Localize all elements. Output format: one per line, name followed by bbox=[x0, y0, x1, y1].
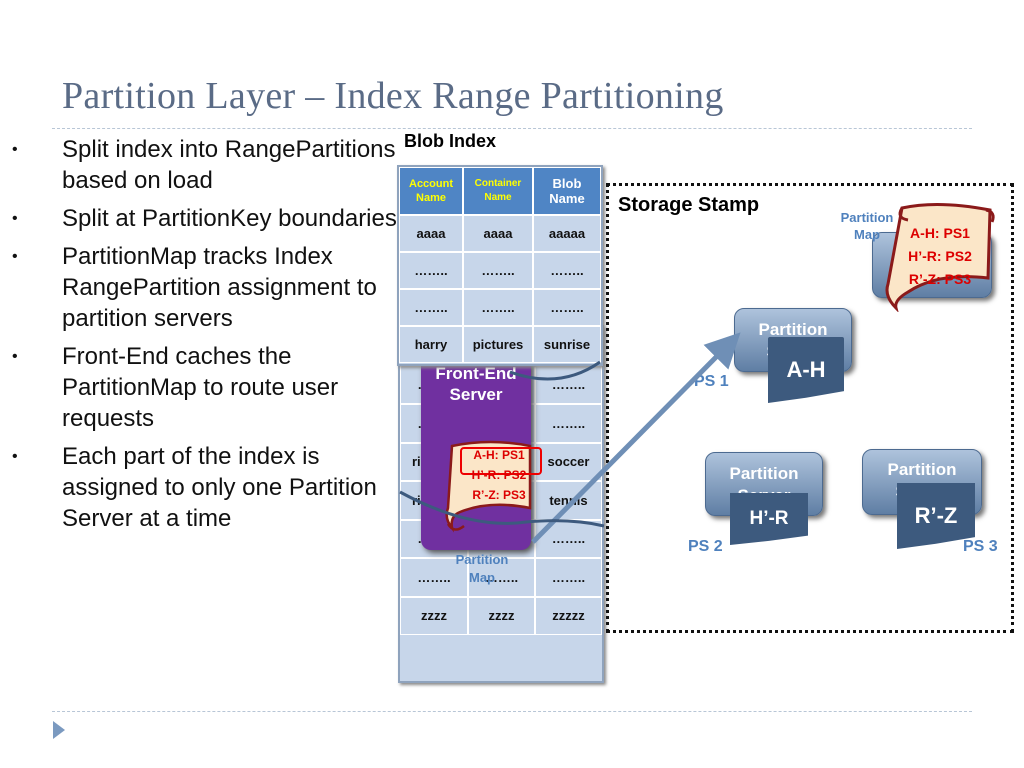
bullet-item: •Split index into RangePartitions based … bbox=[12, 136, 396, 194]
range-tag-h-r: H’-R bbox=[730, 493, 808, 545]
stamp-partition-map-scroll-icon bbox=[885, 202, 995, 312]
map-entry: H’-R: PS2 bbox=[471, 468, 527, 482]
bullet-icon: • bbox=[12, 210, 18, 227]
footer-divider bbox=[52, 711, 972, 712]
map-highlight bbox=[460, 447, 542, 475]
storage-stamp bbox=[606, 183, 1014, 633]
table-cell: …….. bbox=[533, 252, 601, 289]
table-cell: pictures bbox=[463, 326, 533, 363]
front-end-scroll-icon bbox=[445, 440, 532, 533]
map-entry: H’-R: PS2 bbox=[908, 248, 972, 264]
table-cell: …….. bbox=[400, 558, 468, 597]
ps-label: PS 1 bbox=[694, 373, 729, 390]
table-cell: …….. bbox=[535, 558, 602, 597]
table-cell: zzzz bbox=[468, 596, 535, 635]
bullet-icon: • bbox=[12, 248, 18, 265]
map-entry: R’-Z: PS3 bbox=[472, 488, 526, 502]
table-cell: zzzzz bbox=[535, 596, 602, 635]
map-entry: R’-Z: PS3 bbox=[908, 271, 972, 287]
table-cell: aaaaa bbox=[533, 215, 601, 252]
range-tag-a-h: A-H bbox=[768, 337, 844, 403]
table-cell: …….. bbox=[535, 404, 602, 443]
front-end-label: Front-End Server bbox=[435, 364, 517, 404]
storage-stamp-label: Storage Stamp bbox=[618, 194, 760, 216]
partition-boundary-line bbox=[399, 490, 605, 528]
table-cell: soccer bbox=[535, 442, 602, 481]
front-end-map-label: Partition Map bbox=[455, 552, 509, 585]
ps-label: PS 2 bbox=[688, 538, 723, 555]
table-cell: …….. bbox=[399, 252, 463, 289]
ps-label: PS 3 bbox=[963, 538, 998, 555]
map-entry: A-H: PS1 bbox=[473, 448, 525, 462]
table-cell: …….. bbox=[463, 289, 533, 326]
route-arrow bbox=[531, 332, 741, 544]
table-cell: …….. bbox=[468, 558, 535, 597]
partition-boundary-line bbox=[509, 360, 601, 381]
front-end-map: A-H: PS1 H’-R: PS2 R’-Z: PS3 bbox=[458, 445, 540, 505]
blob-index-label: Blob Index bbox=[404, 131, 497, 151]
bullet-icon: • bbox=[12, 448, 18, 465]
header-blob-name: Blob Name bbox=[533, 167, 601, 215]
table-cell: aaaa bbox=[463, 215, 533, 252]
header-account-name: Account Name bbox=[399, 167, 463, 215]
stamp-map-label: Partition Map bbox=[840, 210, 894, 242]
range-tag-r-z: R’-Z bbox=[897, 483, 975, 549]
play-triangle-icon[interactable] bbox=[52, 720, 66, 740]
slide-title: Partition Layer – Index Range Partitioni… bbox=[62, 75, 724, 117]
title-divider bbox=[52, 128, 972, 129]
table-cell: aaaa bbox=[399, 215, 463, 252]
bullet-icon: • bbox=[12, 348, 18, 365]
bullet-item: •Front-End caches the PartitionMap to ro… bbox=[12, 343, 339, 432]
bullet-item: •Each part of the index is assigned to o… bbox=[12, 443, 377, 532]
table-cell: sunrise bbox=[533, 326, 601, 363]
table-cell: harry bbox=[399, 326, 463, 363]
table-cell: …….. bbox=[533, 289, 601, 326]
partition-table-grid: Account Name Container Name Blob Name aa… bbox=[399, 167, 601, 363]
table-cell: …….. bbox=[463, 252, 533, 289]
stamp-partition-map: A-H: PS1 H’-R: PS2 R’-Z: PS3 bbox=[895, 222, 985, 291]
bullet-list: •Split index into RangePartitions based … bbox=[12, 134, 397, 541]
bullet-item: •Split at PartitionKey boundaries bbox=[12, 205, 397, 232]
table-cell: …….. bbox=[399, 289, 463, 326]
blob-index-partition-table: Account Name Container Name Blob Name aa… bbox=[397, 165, 603, 366]
bullet-icon: • bbox=[12, 141, 18, 158]
table-cell: zzzz bbox=[400, 596, 468, 635]
header-container-name: Container Name bbox=[463, 167, 533, 215]
map-entry: A-H: PS1 bbox=[910, 225, 970, 241]
bullet-item: •PartitionMap tracks Index RangePartitio… bbox=[12, 243, 377, 332]
